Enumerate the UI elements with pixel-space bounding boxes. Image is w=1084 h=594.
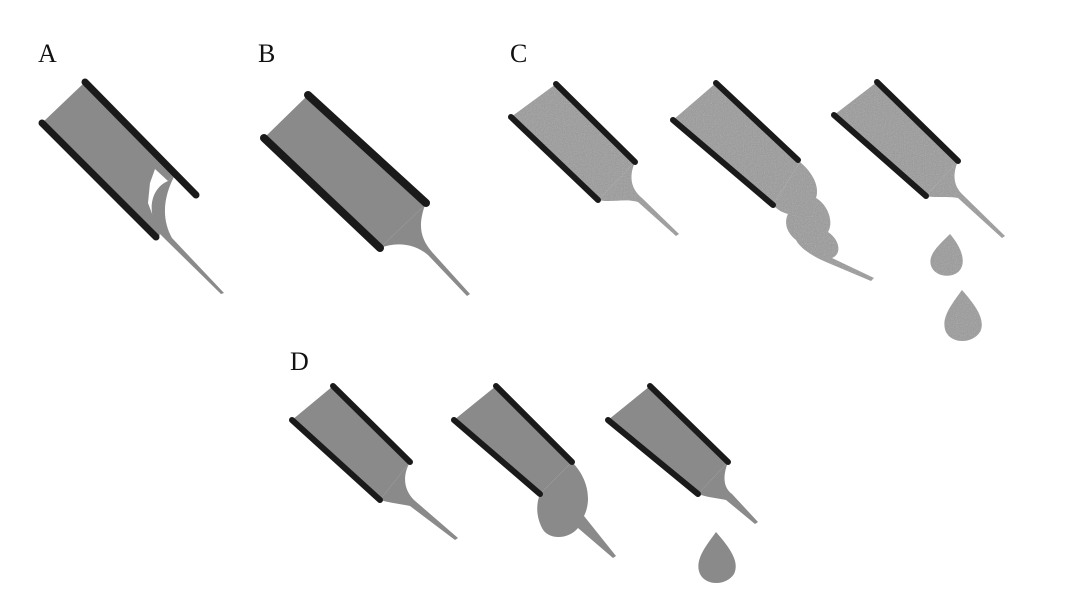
capillary-wall-bottom [670, 117, 776, 208]
capillary-d1 [289, 383, 458, 540]
meniscus-cone [151, 173, 224, 294]
liquid-fill [834, 82, 958, 196]
liquid-fill [264, 95, 425, 248]
capillary-wall-top [647, 383, 731, 465]
capillary-wall-bottom [605, 417, 701, 497]
capillary-c3 [834, 82, 1005, 341]
capillary-d3 [605, 383, 758, 583]
capillary-c1-walls [508, 81, 638, 203]
pendant-drop [537, 462, 616, 558]
capillary-d2 [451, 383, 616, 558]
capillary-c2 [673, 83, 874, 281]
taylor-cone [380, 205, 470, 296]
panel-label-b: B [258, 39, 275, 68]
capillary-wall-bottom [38, 119, 160, 241]
panel-label-d: D [290, 347, 309, 376]
capillary-wall-bottom [831, 112, 929, 199]
capillary-wall-top [713, 80, 801, 163]
capillary-wall-top [874, 79, 961, 164]
droplet [944, 290, 982, 341]
cone-jet [698, 462, 758, 524]
varicose-jet [773, 162, 874, 281]
capillary-c2-walls [670, 80, 801, 208]
capillary-a [38, 78, 224, 294]
capillary-wall-top [553, 81, 638, 165]
capillary-wall-bottom [508, 114, 601, 203]
cone-jet [598, 162, 679, 236]
cone-jet [380, 462, 458, 540]
panel-label-a: A [38, 39, 57, 68]
capillary-wall-top [330, 383, 413, 465]
capillary-b [260, 91, 470, 296]
capillary-wall-top [81, 78, 200, 199]
capillary-wall-bottom [260, 134, 384, 252]
capillary-wall-top [304, 91, 430, 207]
liquid-fill [673, 83, 800, 205]
capillary-wall-bottom [289, 417, 383, 503]
capillary-wall-top [493, 383, 575, 465]
liquid-fill [292, 386, 410, 500]
liquid-fill [42, 82, 176, 237]
droplet [698, 532, 736, 583]
liquid-fill [608, 386, 728, 494]
capillary-wall-bottom [451, 417, 543, 497]
cone-jet [926, 161, 1005, 238]
capillary-c3-walls [831, 79, 961, 199]
liquid-fill [511, 84, 635, 200]
liquid-fill [454, 386, 572, 494]
panel-label-c: C [510, 39, 527, 68]
capillary-c1 [511, 84, 679, 236]
droplet [930, 234, 963, 276]
